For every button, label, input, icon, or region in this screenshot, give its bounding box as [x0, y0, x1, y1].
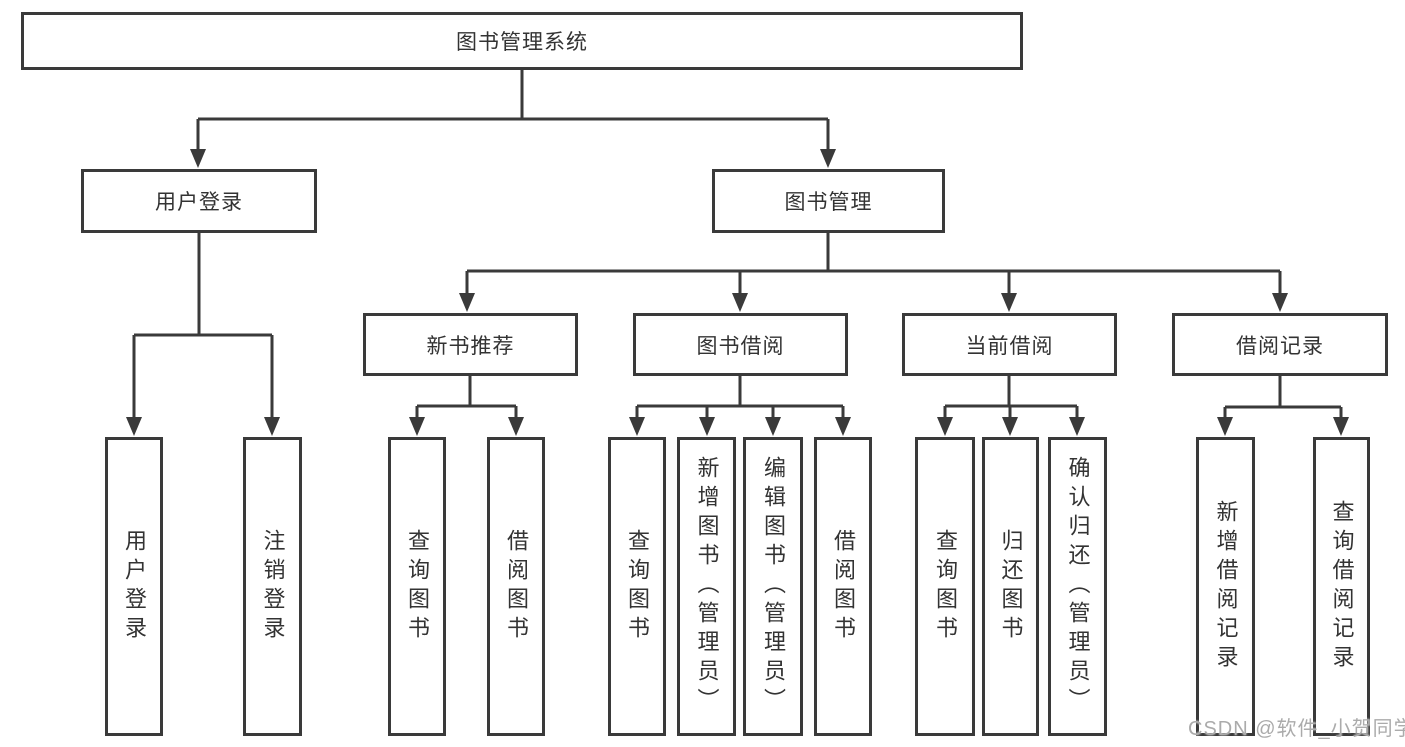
- connector-book-mgmt-children: [459, 233, 1288, 312]
- node-book-borrow: 图书借阅: [633, 313, 848, 376]
- node-bb-edit-books: 编辑图书（管理员）: [743, 437, 803, 736]
- node-root-label: 图书管理系统: [456, 31, 588, 54]
- node-br-query-record-label: 查询借阅记录: [1329, 499, 1355, 674]
- connector-root-to-level2: [190, 70, 836, 168]
- node-user-login-leaf: 用户登录: [105, 437, 163, 736]
- node-book-mgmt-label: 图书管理: [784, 191, 873, 214]
- node-borrow-records-label: 借阅记录: [1236, 334, 1324, 358]
- node-nbr-query-books-label: 查询图书: [405, 528, 430, 645]
- node-nbr-query-books: 查询图书: [388, 437, 446, 736]
- connector-user-login-children: [126, 233, 280, 436]
- connector-new-book-rec-children: [409, 376, 524, 436]
- node-bb-edit-books-label: 编辑图书（管理员）: [761, 456, 786, 717]
- node-new-book-rec-label: 新书推荐: [426, 334, 515, 358]
- node-user-login: 用户登录: [81, 169, 317, 233]
- node-cb-return-books: 归还图书: [982, 437, 1039, 736]
- node-nbr-borrow-books: 借阅图书: [487, 437, 545, 736]
- node-user-login-leaf-label: 用户登录: [122, 528, 147, 645]
- node-book-borrow-label: 图书借阅: [696, 334, 785, 358]
- node-bb-add-books: 新增图书（管理员）: [677, 437, 736, 736]
- node-root: 图书管理系统: [21, 12, 1023, 70]
- node-current-borrow-label: 当前借阅: [965, 334, 1054, 358]
- connector-borrow-records-children: [1217, 376, 1349, 436]
- node-br-add-record-label: 新增借阅记录: [1213, 499, 1239, 674]
- node-cb-confirm-return: 确认归还（管理员）: [1048, 437, 1107, 736]
- node-current-borrow: 当前借阅: [902, 313, 1117, 376]
- node-bb-query-books-label: 查询图书: [625, 528, 650, 645]
- node-book-mgmt: 图书管理: [712, 169, 945, 233]
- node-nbr-borrow-books-label: 借阅图书: [504, 528, 529, 645]
- node-bb-borrow-books-label: 借阅图书: [831, 528, 856, 645]
- watermark: CSDN @软件_小贺同学: [1188, 718, 1405, 740]
- node-cb-query-books: 查询图书: [915, 437, 975, 736]
- node-bb-add-books-label: 新增图书（管理员）: [694, 456, 720, 717]
- connector-current-borrow-children: [937, 376, 1085, 436]
- node-br-query-record: 查询借阅记录: [1313, 437, 1370, 736]
- node-cb-query-books-label: 查询图书: [933, 528, 958, 645]
- node-user-login-label: 用户登录: [155, 191, 243, 214]
- node-cb-return-books-label: 归还图书: [998, 528, 1024, 645]
- node-logout-leaf-label: 注销登录: [260, 528, 286, 645]
- node-new-book-rec: 新书推荐: [363, 313, 578, 376]
- node-borrow-records: 借阅记录: [1172, 313, 1388, 376]
- connector-book-borrow-children: [629, 376, 851, 436]
- node-bb-query-books: 查询图书: [608, 437, 666, 736]
- node-br-add-record: 新增借阅记录: [1196, 437, 1255, 736]
- node-bb-borrow-books: 借阅图书: [814, 437, 872, 736]
- node-cb-confirm-return-label: 确认归还（管理员）: [1065, 456, 1091, 717]
- node-logout-leaf: 注销登录: [243, 437, 302, 736]
